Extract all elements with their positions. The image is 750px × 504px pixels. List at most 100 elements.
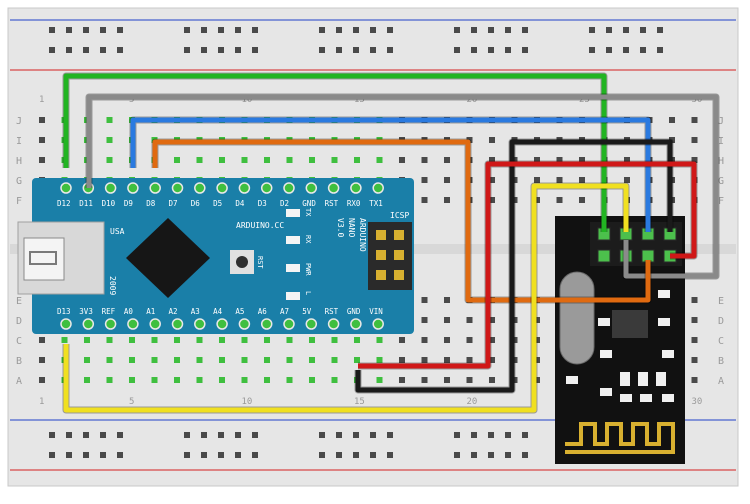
terminal-hole xyxy=(286,157,293,163)
pin-header xyxy=(127,182,139,194)
nrf24l01-module[interactable] xyxy=(555,216,685,464)
terminal-hole xyxy=(489,317,495,323)
rail-hole xyxy=(471,47,477,53)
pin-label: A5 xyxy=(235,307,244,316)
pin-label: D12 xyxy=(57,199,71,208)
terminal-hole xyxy=(84,337,90,343)
terminal-hole xyxy=(196,337,203,343)
terminal-hole xyxy=(286,337,293,343)
terminal-hole xyxy=(174,157,180,163)
arduino-nano[interactable]: ARDUINO.CC USA 2009 RST ICSP ARDUINONANO… xyxy=(17,178,414,334)
column-number: 15 xyxy=(354,397,365,407)
rail-hole xyxy=(589,47,595,53)
terminal-hole xyxy=(264,157,270,163)
black-wire[interactable] xyxy=(355,139,673,393)
pin-label: D7 xyxy=(169,199,178,208)
pin-label: RST xyxy=(325,307,339,316)
pin-header xyxy=(194,182,206,194)
terminal-hole xyxy=(309,337,315,343)
rail-hole xyxy=(336,432,342,438)
terminal-hole xyxy=(444,297,450,303)
rail-hole xyxy=(505,47,511,53)
smd-component xyxy=(566,376,578,384)
row-letter: A xyxy=(718,376,724,387)
terminal-hole xyxy=(286,377,293,383)
rail-hole xyxy=(454,432,460,438)
terminal-hole xyxy=(264,357,270,363)
column-number: 30 xyxy=(692,95,703,105)
terminal-hole xyxy=(489,157,495,163)
rail-hole xyxy=(623,47,629,53)
rail-hole xyxy=(657,47,663,53)
terminal-hole xyxy=(219,157,225,163)
row-letter: I xyxy=(16,136,22,147)
terminal-hole xyxy=(39,137,45,143)
blue-wire[interactable] xyxy=(130,117,651,232)
terminal-hole xyxy=(241,337,248,343)
terminal-hole xyxy=(444,197,450,203)
rail-hole xyxy=(235,27,241,33)
pin-label: D9 xyxy=(124,199,133,208)
terminal-hole xyxy=(219,357,225,363)
led-label: RX xyxy=(304,235,312,244)
terminal-hole xyxy=(354,357,360,363)
terminal-hole xyxy=(399,337,405,343)
terminal-hole xyxy=(579,177,585,183)
rail-hole xyxy=(353,452,359,458)
rail-hole xyxy=(505,452,511,458)
orange-wire[interactable] xyxy=(152,139,651,303)
pin-label: A4 xyxy=(213,307,223,316)
pin-header xyxy=(260,318,273,330)
terminal-hole xyxy=(444,317,450,323)
terminal-hole xyxy=(444,157,450,163)
terminal-hole xyxy=(309,357,315,363)
rail-hole xyxy=(201,452,207,458)
rail-hole xyxy=(117,47,123,53)
reset-button-cap[interactable] xyxy=(236,256,248,268)
pin-label: RX0 xyxy=(347,199,361,208)
rail-hole xyxy=(201,432,207,438)
red-wire[interactable] xyxy=(358,161,697,369)
terminal-hole xyxy=(534,337,540,343)
terminal-hole xyxy=(489,137,495,143)
column-number: 30 xyxy=(692,397,703,407)
smd-component xyxy=(662,394,674,402)
terminal-hole xyxy=(691,157,698,163)
terminal-hole xyxy=(534,197,540,203)
rail-hole xyxy=(100,47,106,53)
smd-component xyxy=(656,372,666,386)
terminal-hole xyxy=(354,157,360,163)
terminal-hole xyxy=(174,357,180,363)
terminal-hole xyxy=(309,377,315,383)
rf-chip xyxy=(612,310,648,338)
terminal-hole xyxy=(129,357,135,363)
rail-hole xyxy=(387,452,393,458)
yellow-wire[interactable] xyxy=(63,183,629,413)
column-number: 1 xyxy=(39,397,44,407)
icsp-header[interactable] xyxy=(368,222,412,290)
terminal-hole xyxy=(691,377,698,383)
rail-hole xyxy=(184,47,190,53)
rail-hole xyxy=(488,27,494,33)
row-letter: H xyxy=(16,156,22,167)
pin-header xyxy=(149,318,161,330)
rail-hole xyxy=(353,432,359,438)
green-wire[interactable] xyxy=(63,73,607,232)
rail-hole xyxy=(589,27,595,33)
terminal-hole xyxy=(556,157,563,163)
rail-hole xyxy=(218,432,224,438)
rail-hole xyxy=(522,452,528,458)
terminal-hole xyxy=(399,157,405,163)
rail-hole xyxy=(117,27,123,33)
rail-hole xyxy=(218,27,224,33)
pin-header xyxy=(171,318,184,330)
rail-hole xyxy=(117,452,123,458)
row-letter: A xyxy=(16,376,22,387)
gray-wire[interactable] xyxy=(86,94,719,279)
pin-header xyxy=(372,318,384,330)
terminal-hole xyxy=(624,177,630,183)
terminal-hole xyxy=(241,157,248,163)
